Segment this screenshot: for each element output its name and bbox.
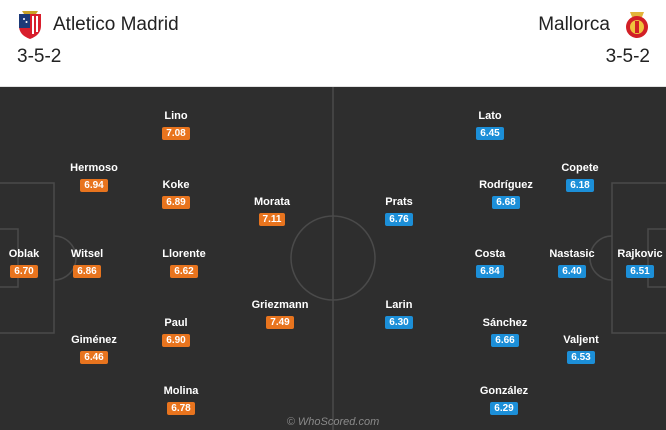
header-divider	[0, 86, 666, 87]
player-gimenez[interactable]: Giménez 6.46	[64, 333, 124, 365]
player-rating: 6.62	[170, 265, 198, 278]
player-nastasic[interactable]: Nastasic 6.40	[542, 247, 602, 279]
player-name: Oblak	[8, 248, 40, 260]
player-prats[interactable]: Prats 6.76	[369, 195, 429, 227]
player-rating: 6.78	[167, 402, 195, 415]
player-molina[interactable]: Molina 6.78	[151, 384, 211, 416]
player-name: Rajkovic	[617, 248, 663, 260]
whoscored-watermark: © WhoScored.com	[286, 416, 380, 428]
atletico-madrid-crest-icon	[17, 8, 43, 40]
player-larin[interactable]: Larin 6.30	[369, 298, 429, 330]
mallorca-crest-icon	[624, 8, 650, 40]
player-sanchez[interactable]: Sánchez 6.66	[475, 316, 535, 348]
player-valjent[interactable]: Valjent 6.53	[551, 333, 611, 365]
player-griezmann[interactable]: Griezmann 7.49	[250, 298, 310, 330]
player-paul[interactable]: Paul 6.90	[146, 316, 206, 348]
home-team-name[interactable]: Atletico Madrid	[53, 14, 179, 35]
away-team-name[interactable]: Mallorca	[538, 14, 610, 35]
player-rating: 7.08	[162, 127, 190, 140]
player-name: González	[479, 385, 529, 397]
player-name: Prats	[385, 196, 413, 208]
player-llorente[interactable]: Llorente 6.62	[154, 247, 214, 279]
player-costa[interactable]: Costa 6.84	[460, 247, 520, 279]
player-name: Larin	[385, 299, 413, 311]
player-rating: 6.86	[73, 265, 101, 278]
player-name: Hermoso	[70, 162, 118, 174]
player-rating: 6.53	[567, 351, 595, 364]
player-rating: 6.29	[490, 402, 518, 415]
player-name: Molina	[163, 385, 199, 397]
player-name: Nastasic	[549, 248, 595, 260]
player-rating: 7.11	[258, 213, 286, 226]
player-rating: 6.70	[10, 265, 38, 278]
player-copete[interactable]: Copete 6.18	[550, 161, 610, 193]
player-rating: 6.18	[566, 179, 594, 192]
player-rating: 6.84	[476, 265, 504, 278]
player-name: Morata	[253, 196, 291, 208]
player-name: Koke	[162, 179, 190, 191]
player-name: Paul	[164, 317, 188, 329]
player-name: Lato	[478, 110, 502, 122]
player-rating: 6.45	[476, 127, 504, 140]
player-rating: 7.49	[266, 316, 294, 329]
player-name: Witsel	[70, 248, 104, 260]
player-name: Copete	[561, 162, 599, 174]
player-name: Sánchez	[482, 317, 528, 329]
player-name: Costa	[474, 248, 506, 260]
player-rating: 6.89	[162, 196, 190, 209]
player-rating: 6.51	[626, 265, 654, 278]
player-koke[interactable]: Koke 6.89	[146, 178, 206, 210]
player-witsel[interactable]: Witsel 6.86	[57, 247, 117, 279]
player-rating: 6.40	[558, 265, 586, 278]
player-morata[interactable]: Morata 7.11	[242, 195, 302, 227]
player-rating: 6.94	[80, 179, 108, 192]
player-name: Lino	[164, 110, 188, 122]
player-rating: 6.46	[80, 351, 108, 364]
player-oblak[interactable]: Oblak 6.70	[0, 247, 54, 279]
player-name: Llorente	[162, 248, 206, 260]
home-formation: 3-5-2	[17, 46, 62, 67]
away-formation: 3-5-2	[605, 46, 650, 67]
player-name: Valjent	[563, 334, 599, 346]
player-name: Griezmann	[251, 299, 309, 311]
player-rating: 6.66	[491, 334, 519, 347]
player-rating: 6.90	[162, 334, 190, 347]
player-hermoso[interactable]: Hermoso 6.94	[64, 161, 124, 193]
player-rating: 6.76	[385, 213, 413, 226]
player-rodriguez[interactable]: Rodríguez 6.68	[476, 178, 536, 210]
player-name: Rodríguez	[479, 179, 533, 191]
pitch: Oblak 6.70 Hermoso 6.94 Witsel 6.86 Gimé…	[0, 87, 666, 430]
player-rating: 6.30	[385, 316, 413, 329]
player-name: Giménez	[71, 334, 117, 346]
player-lato[interactable]: Lato 6.45	[460, 109, 520, 141]
pitch-markings	[0, 87, 666, 430]
match-header: Atletico Madrid 3-5-2 Mallorca 3-5-2	[0, 0, 666, 86]
player-rajkovic[interactable]: Rajkovic 6.51	[610, 247, 666, 279]
player-gonzalez[interactable]: González 6.29	[474, 384, 534, 416]
player-lino[interactable]: Lino 7.08	[146, 109, 206, 141]
player-rating: 6.68	[492, 196, 520, 209]
